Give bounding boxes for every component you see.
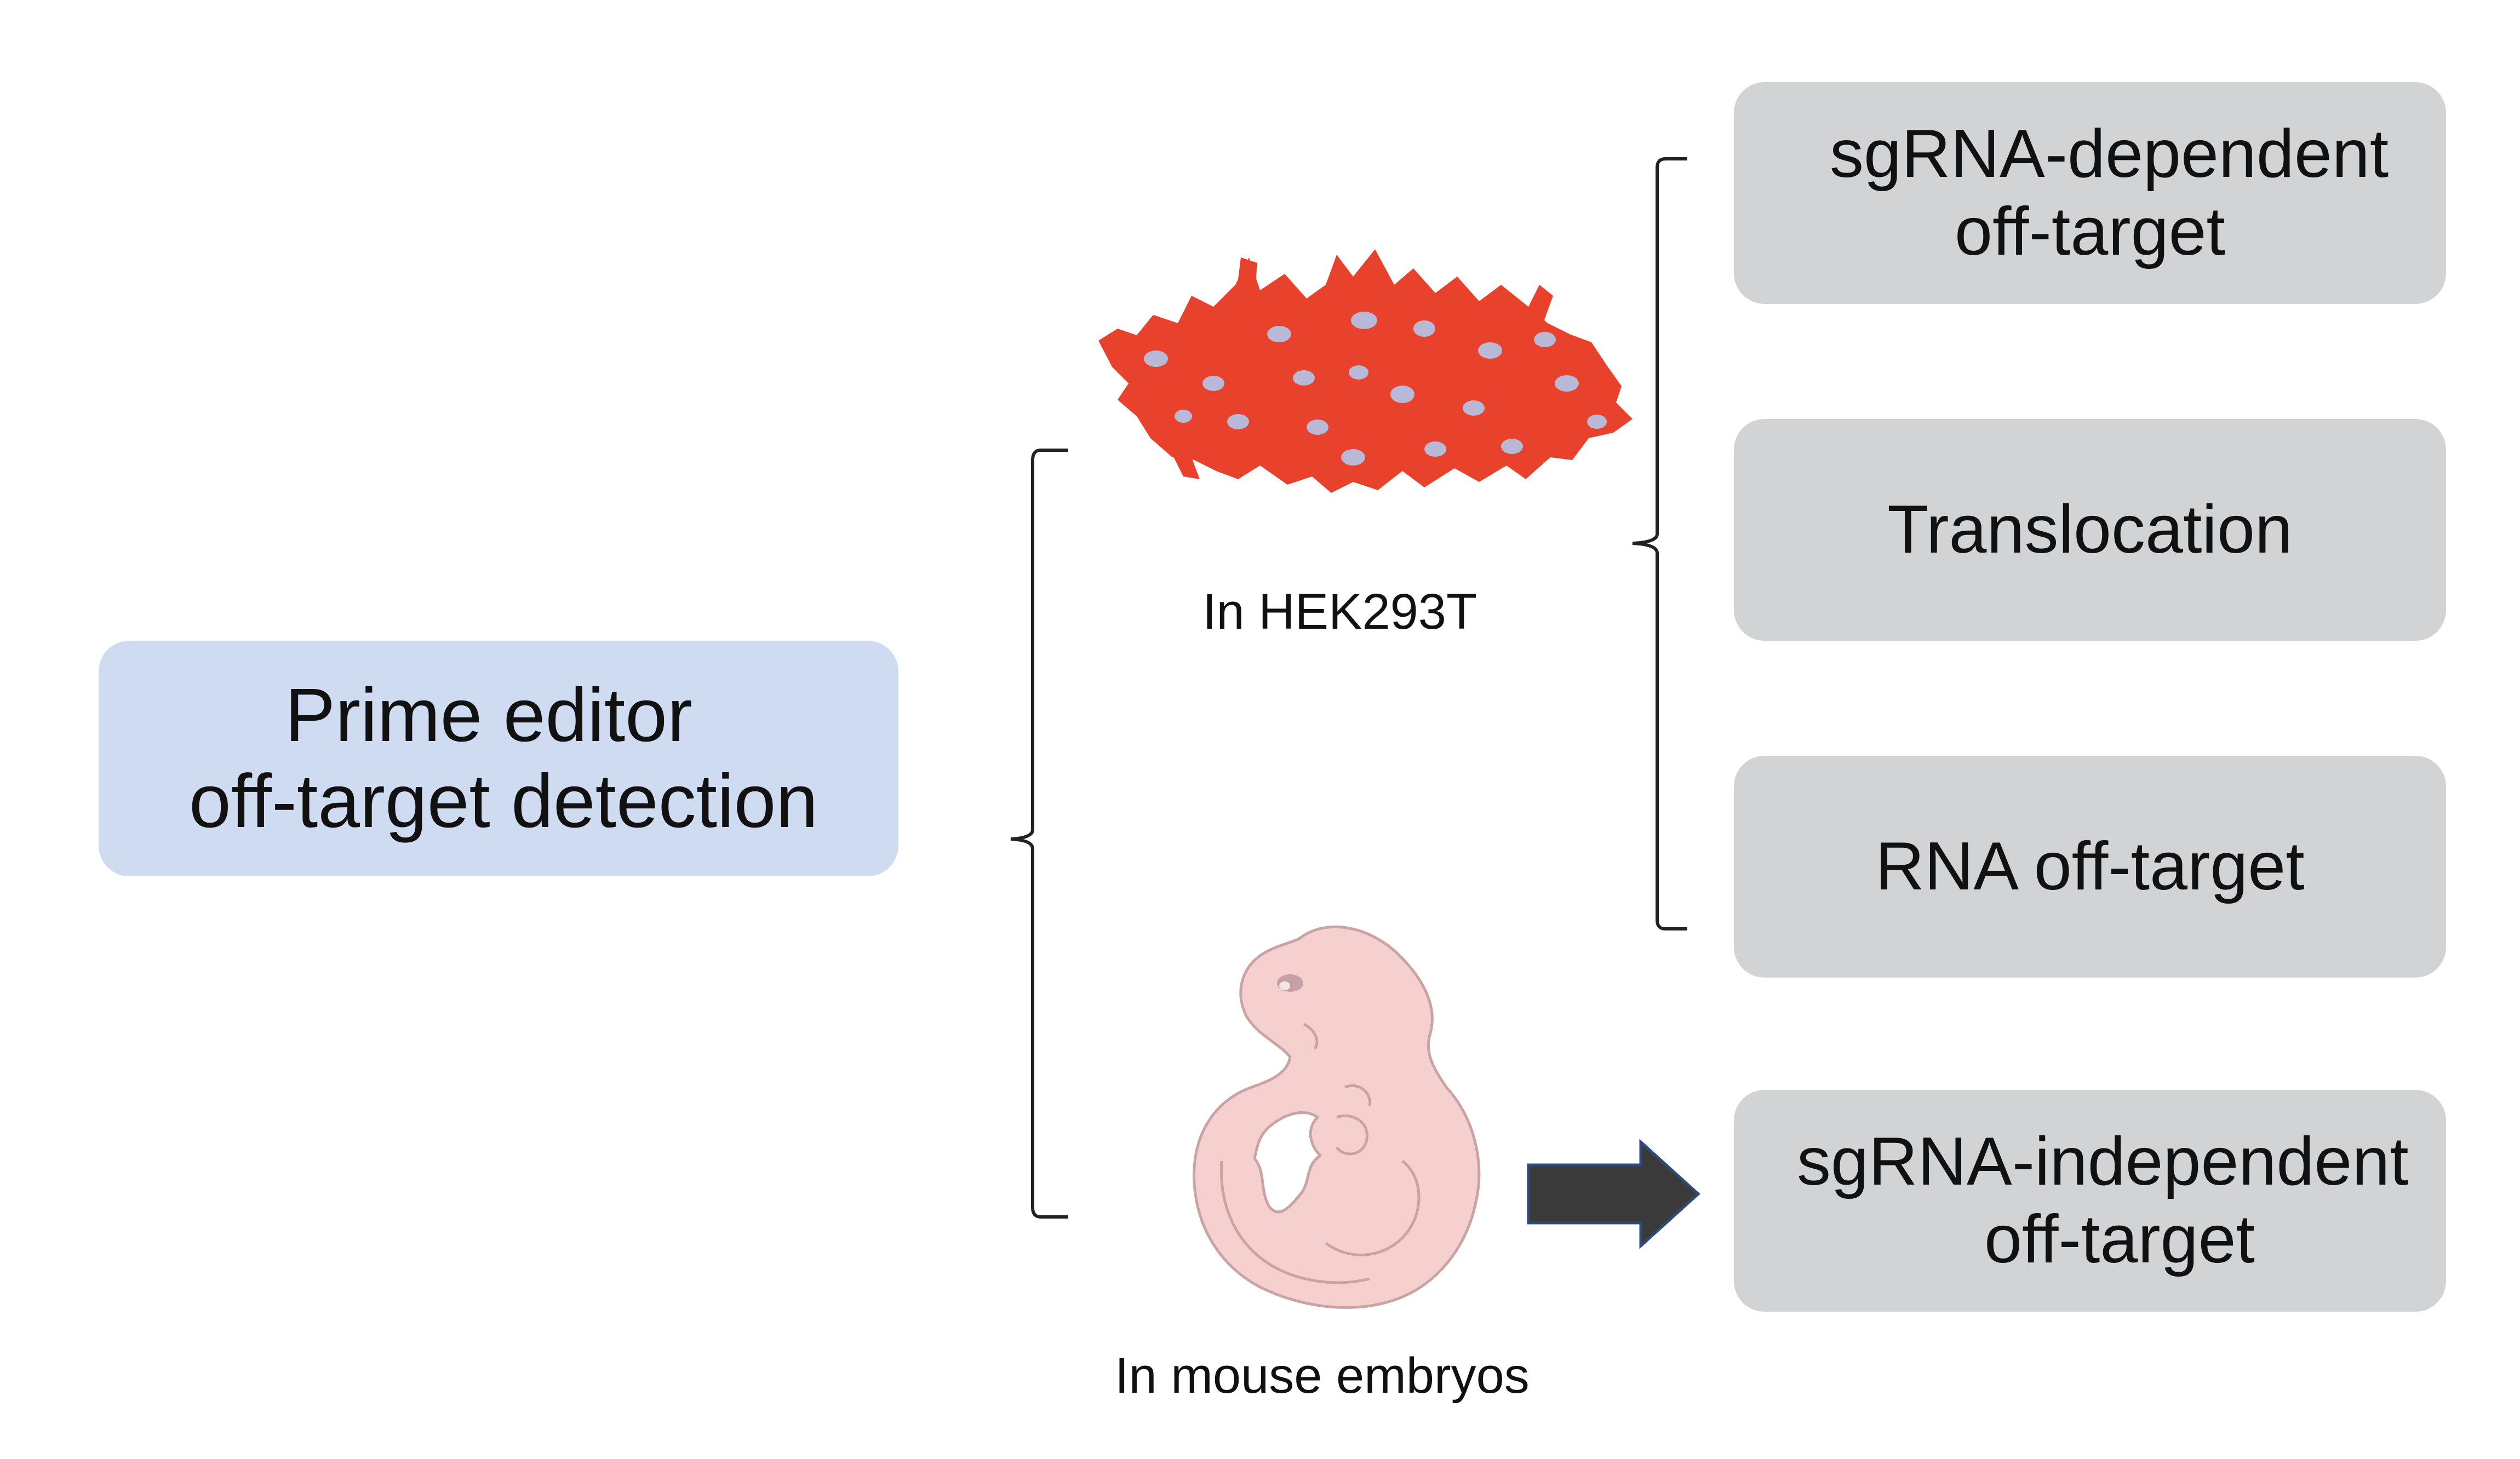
right-arrow-icon — [1527, 1139, 1700, 1249]
sgrna-independent-line1: sgRNA-independent — [1797, 1124, 2409, 1200]
sgrna-independent-line2: off-target — [1984, 1201, 2255, 1277]
mouse-embryo-icon — [1193, 925, 1481, 1309]
translocation-label: Translocation — [1887, 491, 2293, 567]
sgrna-dependent-line1: sgRNA-dependent — [1830, 116, 2389, 192]
sgrna-independent-box: sgRNA-independent off-target — [1734, 1090, 2446, 1312]
hek293t-caption: In HEK293T — [1202, 584, 1477, 640]
sgrna-dependent-box: sgRNA-dependent off-target — [1734, 82, 2446, 304]
left-bracket — [1010, 449, 1068, 1219]
rna-off-target-box: RNA off-target — [1734, 756, 2446, 978]
translocation-box: Translocation — [1734, 419, 2446, 641]
sgrna-dependent-line2: off-target — [1955, 193, 2226, 269]
mouse-embryos-caption: In mouse embryos — [1115, 1348, 1530, 1404]
main-box-line2: off-target detection — [189, 759, 818, 843]
prime-editor-box: Prime editor off-target detection — [99, 641, 898, 876]
rna-off-target-label: RNA off-target — [1875, 828, 2305, 904]
hek293t-cells-icon — [1098, 249, 1633, 493]
main-box-line1: Prime editor — [285, 673, 692, 757]
right-bracket — [1632, 157, 1687, 930]
